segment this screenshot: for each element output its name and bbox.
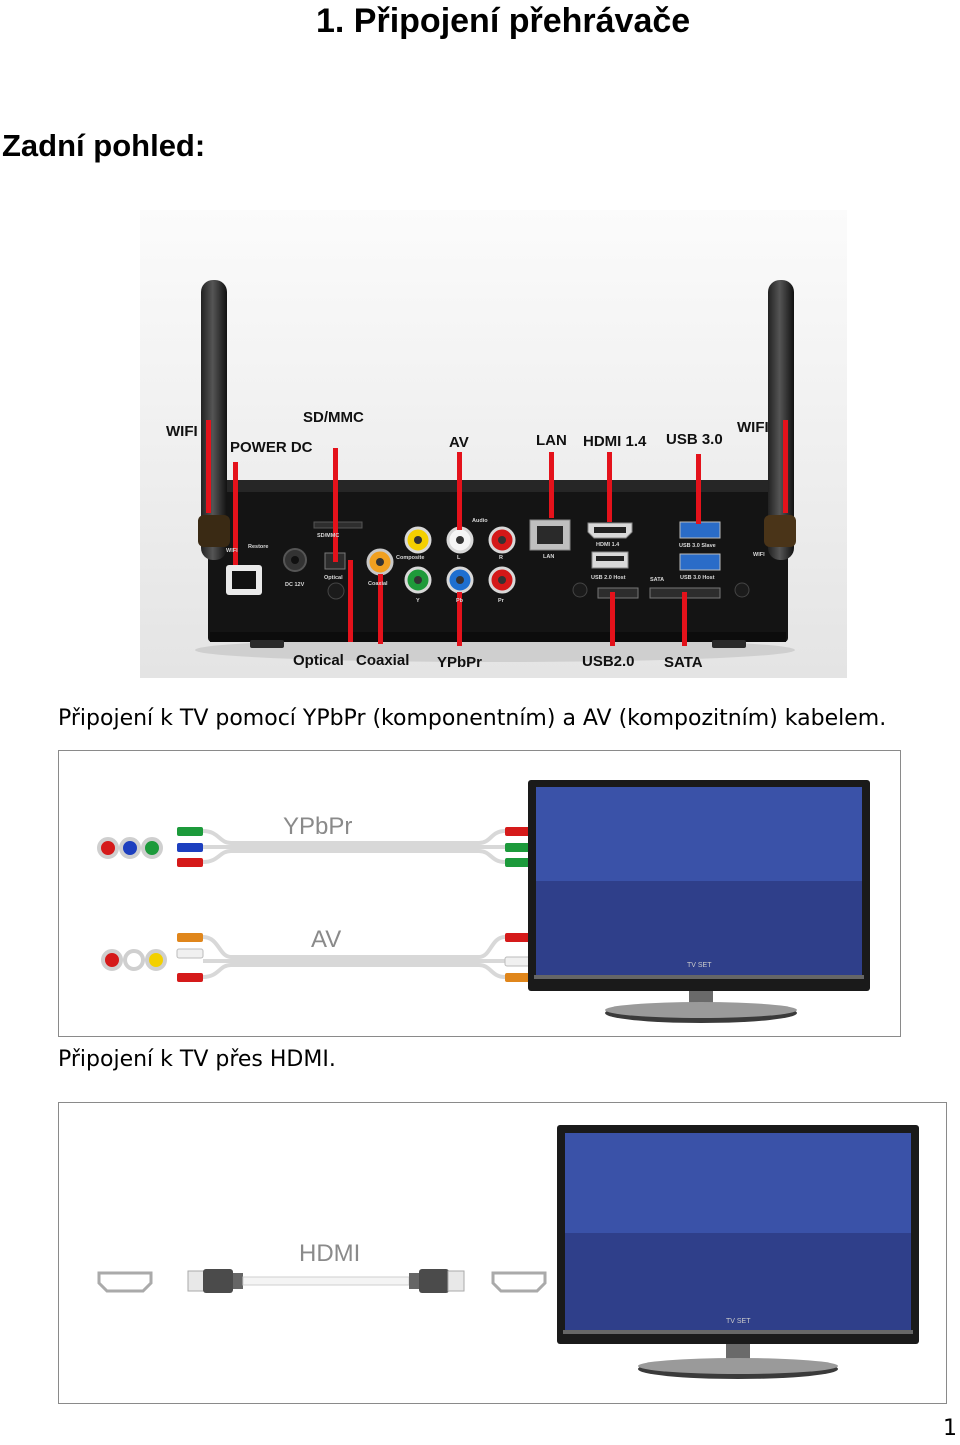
print-pb: Pb — [456, 598, 464, 604]
tv-brand: TV SET — [687, 962, 712, 969]
hdmi-diagram-svg: HDMI TV SET — [97, 1125, 919, 1379]
ypbpr-cable-label: YPbPr — [283, 813, 352, 840]
print-l: L — [457, 555, 461, 561]
page-title: 1. Připojení přehrávače — [316, 2, 691, 40]
print-r: R — [499, 555, 503, 561]
av-source-jacks — [101, 949, 167, 971]
print-usb2-host: USB 2.0 Host — [591, 575, 626, 581]
label-sd-mmc: SD/MMC — [303, 409, 364, 426]
hdmi-cable — [187, 1269, 465, 1293]
component-diagram-svg: YPbPr AV TV — [97, 780, 870, 1023]
print-coaxial: Coaxial — [368, 581, 388, 587]
print-optical: Optical — [324, 575, 343, 581]
hdmi-connection-diagram: HDMI TV SET — [58, 1102, 947, 1404]
label-lan: LAN — [536, 432, 567, 449]
label-sata: SATA — [664, 654, 703, 671]
print-hdmi: HDMI 1.4 — [596, 542, 620, 548]
tv-set-hdmi — [557, 1125, 919, 1379]
print-usb3-slave: USB 3.0 Slave — [679, 543, 716, 549]
caption-hdmi-connection: Připojení k TV přes HDMI. — [58, 1047, 336, 1072]
print-audio: Audio — [472, 518, 488, 524]
hdmi-cable-label: HDMI — [299, 1240, 360, 1267]
print-lan: LAN — [543, 554, 554, 560]
caption-component-connection: Připojení k TV pomocí YPbPr (komponentní… — [58, 706, 887, 731]
ypbpr-source-jacks — [97, 837, 163, 859]
tv-set — [528, 780, 870, 1023]
rear-panel-photo: WIFI POWER DC SD/MMC AV LAN HDMI 1.4 USB… — [140, 210, 847, 678]
label-hdmi: HDMI 1.4 — [583, 433, 647, 450]
ypbpr-cable — [177, 827, 531, 867]
print-composite: Composite — [396, 555, 424, 561]
component-connection-diagram: YPbPr AV TV — [58, 750, 901, 1037]
usb3-slave-port — [679, 521, 721, 539]
print-y: Y — [416, 598, 420, 604]
print-restore: Restore — [248, 544, 268, 550]
usb3-host-port — [679, 553, 721, 571]
print-usb3-host: USB 3.0 Host — [680, 575, 715, 581]
label-usb3: USB 3.0 — [666, 431, 723, 448]
label-usb2: USB2.0 — [582, 653, 635, 670]
label-power-dc: POWER DC — [230, 439, 313, 456]
print-sd-mmc: SD/MMC — [317, 533, 339, 539]
hdmi-source-port-icon — [97, 1271, 153, 1293]
hdmi-target-port-icon — [491, 1271, 547, 1293]
print-wifi-left: WIFI — [226, 548, 238, 554]
tv-brand-hdmi: TV SET — [726, 1318, 751, 1325]
label-optical: Optical — [293, 652, 344, 669]
av-cable-label: AV — [311, 926, 341, 953]
print-pr: Pr — [498, 598, 505, 604]
label-wifi-right: WIFI — [737, 419, 769, 436]
print-wifi-right: WIFI — [753, 552, 765, 558]
label-wifi-left: WIFI — [166, 423, 198, 440]
page-number: 1 — [943, 1416, 957, 1441]
section-heading-rear-view: Zadní pohled: — [2, 128, 206, 163]
av-cable — [176, 933, 532, 982]
print-sata: SATA — [650, 577, 664, 583]
print-dc: DC 12V — [285, 582, 305, 588]
label-av: AV — [449, 434, 469, 451]
label-coaxial: Coaxial — [356, 652, 409, 669]
label-ypbpr: YPbPr — [437, 654, 482, 671]
